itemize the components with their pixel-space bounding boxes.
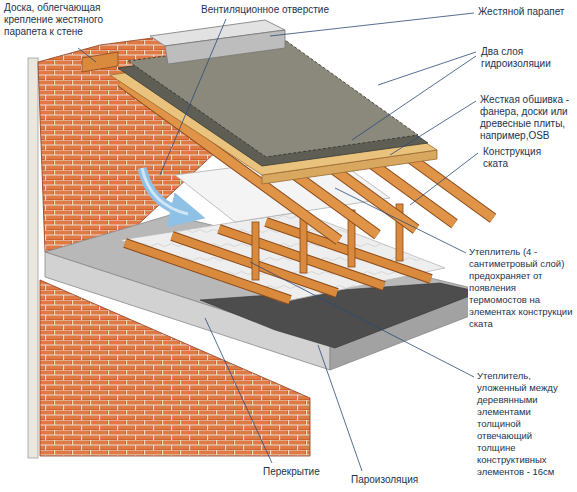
callout-label: Два слоя гидроизоляции bbox=[480, 46, 562, 70]
vent-arrow bbox=[142, 168, 188, 214]
callout-label: Конструкция ската bbox=[482, 146, 564, 170]
vapour-barrier bbox=[200, 283, 480, 348]
callout-label: Вентиляционное отверстие bbox=[200, 4, 342, 16]
callout-label: Доска, облегчающая крепление жестяного п… bbox=[3, 2, 117, 38]
leader-lines bbox=[78, 13, 478, 471]
joists bbox=[125, 222, 431, 300]
callout-label: Жестяной парапет bbox=[477, 6, 574, 18]
callout-label: Пароизоляция bbox=[350, 474, 442, 486]
callout-label: Утеплитель (4 - сантиметровый слой) пред… bbox=[468, 246, 574, 330]
callout-label: Жесткая обшивка - фанера, доски или древ… bbox=[479, 94, 574, 142]
tin-parapet bbox=[165, 30, 285, 64]
callout-label: Утеплитель, уложенный между деревянными … bbox=[476, 370, 574, 478]
vent-arrow bbox=[142, 168, 188, 214]
plaster-strip bbox=[28, 58, 38, 458]
callout-label: Перекрытие bbox=[262, 466, 344, 478]
